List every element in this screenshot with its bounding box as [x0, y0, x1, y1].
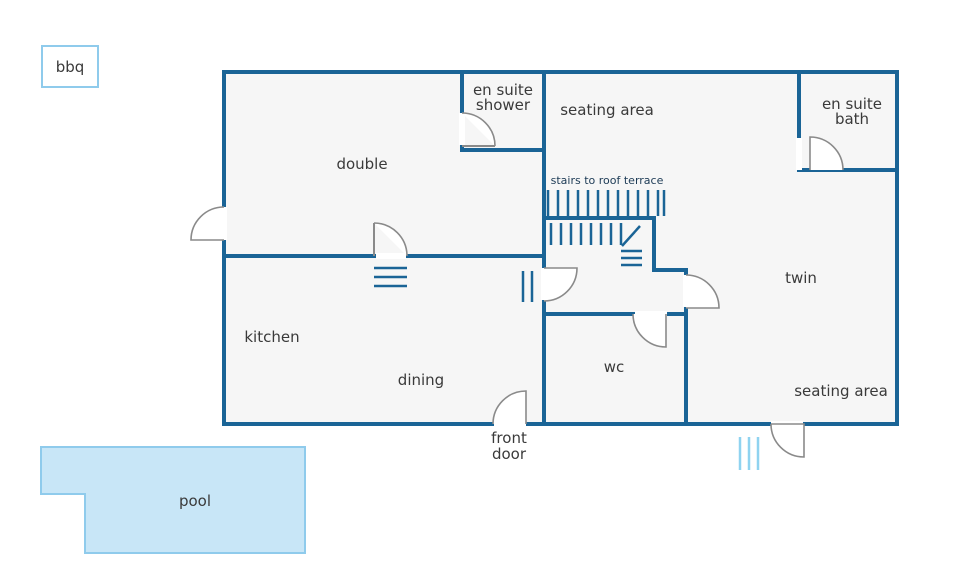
- pool-label: pool: [179, 492, 211, 510]
- room-label-en-suite-bath: bath: [835, 110, 869, 128]
- stairs-label: stairs to roof terrace: [551, 174, 664, 187]
- house-floor: [224, 72, 897, 424]
- room-label-en-suite-bath: en suite: [822, 95, 882, 113]
- pool: [40, 446, 306, 554]
- room-label-kitchen: kitchen: [244, 328, 299, 346]
- room-label-seating-area: seating area: [794, 382, 888, 400]
- bbq-box: [41, 45, 99, 88]
- room-label-en-suite-shower: en suite: [473, 81, 533, 99]
- room-label-en-suite-shower: shower: [476, 96, 531, 114]
- bbq-label: bbq: [56, 58, 85, 76]
- room-label-seating-area: seating area: [560, 101, 654, 119]
- stairs-icon: [374, 190, 760, 470]
- room-label-twin: twin: [785, 269, 817, 287]
- front-door-label: front: [491, 429, 527, 447]
- room-label-double: double: [336, 155, 387, 173]
- outer-walls: [222, 70, 899, 426]
- door-swing-icon: [190, 112, 844, 458]
- front-door-label: door: [492, 445, 527, 463]
- room-label-wc: wc: [604, 358, 625, 376]
- room-label-dining: dining: [398, 371, 444, 389]
